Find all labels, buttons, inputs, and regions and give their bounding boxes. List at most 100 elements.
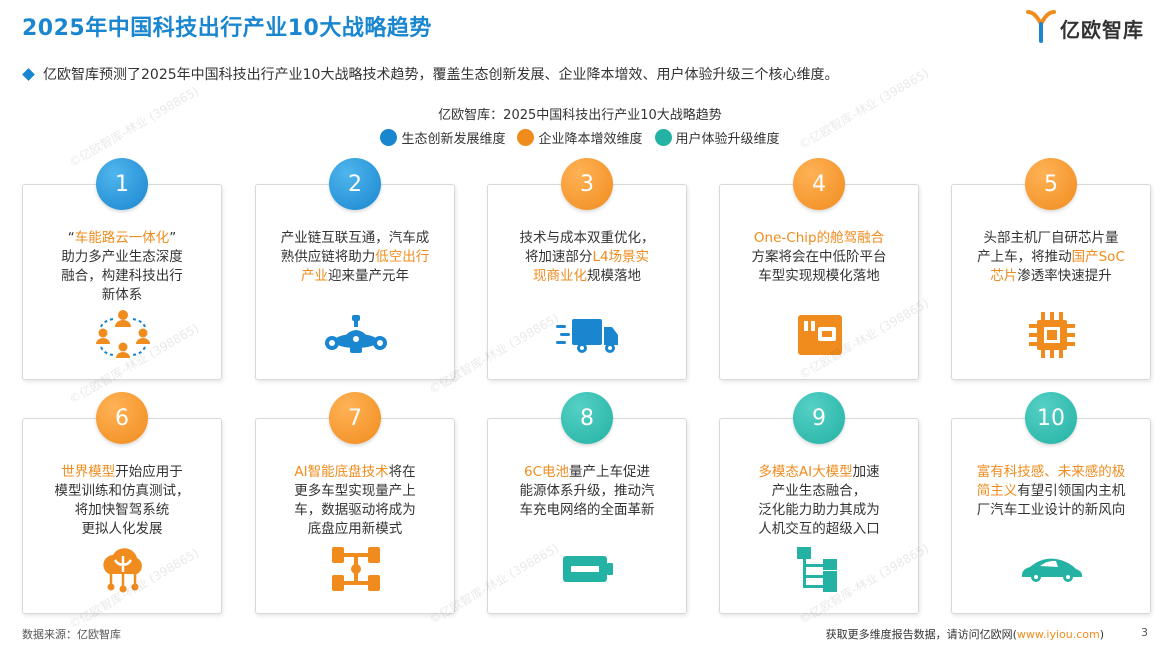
trend-card-7: AI智能底盘技术将在更多车型实现量产上车，数据驱动将成为底盘应用新模式 xyxy=(255,418,455,614)
network-people-icon xyxy=(93,307,153,367)
body-text: 有望引领国内主机 xyxy=(1017,483,1126,499)
body-text: 加速 xyxy=(852,464,880,480)
highlight-text: 6C电池 xyxy=(523,464,569,480)
card-text: One-Chip的舱驾融合方案将会在中低阶平台车型实现规模化落地 xyxy=(728,229,910,286)
intro-line: 亿欧智库预测了2025年中国科技出行产业10大战略技术趋势，覆盖生态创新发展、企… xyxy=(22,64,839,84)
chart-title: 亿欧智库：2025中国科技出行产业10大战略趋势 xyxy=(438,108,722,123)
footer-text: 获取更多维度报告数据，请访问亿欧网 xyxy=(825,628,1013,641)
website-link[interactable]: www.iyiou.com xyxy=(1016,628,1100,641)
highlight-text: 世界模型 xyxy=(61,464,116,480)
logo-text: 亿欧智库 xyxy=(1060,18,1144,42)
body-text: ” xyxy=(169,230,177,246)
trend-number-badge: 1 xyxy=(96,158,148,210)
body-text: 迎来量产元年 xyxy=(328,268,409,284)
highlight-text: 低空出行 xyxy=(375,249,430,265)
trend-number-badge: 5 xyxy=(1025,158,1077,210)
page-number: 3 xyxy=(1141,626,1148,639)
battery-icon xyxy=(561,554,615,588)
legend-label: 生态创新发展维度 xyxy=(401,132,506,147)
highlight-text: 国产SoC xyxy=(1071,249,1125,265)
trend-card-10: 富有科技感、未来感的极简主义有望引领国内主机厂汽车工业设计的新风向 xyxy=(951,418,1151,614)
body-text: 量产上车促进 xyxy=(569,464,650,480)
body-text: 产上车，将推动 xyxy=(977,249,1072,265)
trend-card-1: “车能路云一体化” 助力多产业生态深度融合，构建科技出行新体系 xyxy=(22,184,222,380)
body-text: 底盘应用新模式 xyxy=(307,521,403,537)
highlight-text: 车能路云一体化 xyxy=(74,230,170,246)
bullet-diamond-icon xyxy=(22,67,35,81)
highlight-text: 现商业化 xyxy=(533,268,587,284)
card-text: 产业链互联互通，汽车成熟供应链将助力低空出行产业迎来量产元年 xyxy=(264,229,446,286)
body-text: 新体系 xyxy=(101,287,143,303)
body-text: 助力多产业生态深度 xyxy=(61,249,183,265)
highlight-text: 富有科技感、未来感的极 xyxy=(976,464,1126,480)
card-text: “车能路云一体化” 助力多产业生态深度融合，构建科技出行新体系 xyxy=(31,229,213,305)
legend-dot-icon xyxy=(380,129,398,146)
card-text: 富有科技感、未来感的极简主义有望引领国内主机厂汽车工业设计的新风向 xyxy=(960,463,1142,520)
body-text: 能源体系升级，推动汽 xyxy=(519,483,655,499)
trend-card-3: 技术与成本双重优化， 将加速部分L4场景实现商业化规模落地 xyxy=(487,184,687,380)
body-text: 产业生态融合， xyxy=(771,483,867,499)
chip-card-icon xyxy=(796,313,844,361)
footer-note: 获取更多维度报告数据，请访问亿欧网(www.iyiou.com) xyxy=(826,626,1104,642)
body-text: 方案将会在中低阶平台 xyxy=(751,249,887,265)
trend-number-badge: 4 xyxy=(793,158,845,210)
body-text: 融合，构建科技出行 xyxy=(61,268,183,284)
legend-item-experience: 用户体验升级维度 xyxy=(654,128,780,147)
body-text: 技术与成本双重优化， xyxy=(519,230,655,246)
trend-number-badge: 3 xyxy=(561,158,613,210)
intro-text: 亿欧智库预测了2025年中国科技出行产业10大战略技术趋势，覆盖生态创新发展、企… xyxy=(43,67,839,83)
highlight-text: 芯片 xyxy=(990,268,1018,284)
watermark: ©亿欧智库-林业 (398865) xyxy=(66,84,202,170)
trend-number-badge: 2 xyxy=(329,158,381,210)
body-text: 模型训练和仿真测试， xyxy=(54,483,190,499)
logo: 亿欧智库 xyxy=(1024,8,1154,44)
source-note: 数据来源：亿欧智库 xyxy=(22,628,121,641)
body-text: 规模落地 xyxy=(587,268,641,284)
card-text: 技术与成本双重优化， 将加速部分L4场景实现商业化规模落地 xyxy=(496,229,678,286)
legend-label: 企业降本增效维度 xyxy=(538,132,643,147)
body-text: 泛化能力助力其成为 xyxy=(758,502,880,518)
highlight-text: 简主义 xyxy=(976,483,1018,499)
card-text: 多模态AI大模型加速产业生态融合，泛化能力助力其成为人机交互的超级入口 xyxy=(728,463,910,539)
body-text: 头部主机厂自研芯片量 xyxy=(983,230,1119,246)
trend-card-9: 多模态AI大模型加速产业生态融合，泛化能力助力其成为人机交互的超级入口 xyxy=(719,418,919,614)
highlight-text: 多模态AI大模型 xyxy=(758,464,853,480)
body-text: 将加速部分 xyxy=(524,249,593,265)
legend-label: 用户体验升级维度 xyxy=(675,132,780,147)
yiou-logo-icon xyxy=(1026,10,1056,43)
body-text: “ xyxy=(67,230,75,246)
trend-card-6: 世界模型开始应用于模型训练和仿真测试， 将加快智驾系统更拟人化发展 xyxy=(22,418,222,614)
highlight-text: L4场景实 xyxy=(592,249,650,265)
trend-number-badge: 6 xyxy=(96,392,148,444)
body-text: 厂汽车工业设计的新风向 xyxy=(976,502,1126,518)
processor-chip-icon xyxy=(1027,310,1077,364)
page-title: 2025年中国科技出行产业10大战略趋势 xyxy=(22,16,432,41)
body-text: 车型实现规模化落地 xyxy=(758,268,880,284)
body-text: 车，数据驱动将成为 xyxy=(294,502,416,518)
highlight-text: AI智能底盘技术 xyxy=(294,464,389,480)
trend-number-badge: 8 xyxy=(561,392,613,444)
body-text: 开始应用于 xyxy=(115,464,183,480)
trend-card-2: 产业链互联互通，汽车成熟供应链将助力低空出行产业迎来量产元年 xyxy=(255,184,455,380)
legend-dot-icon xyxy=(654,129,672,146)
cloud-brain-icon xyxy=(95,544,151,598)
card-text: AI智能底盘技术将在更多车型实现量产上车，数据驱动将成为底盘应用新模式 xyxy=(264,463,446,539)
sports-car-icon xyxy=(1020,555,1084,587)
trend-number-badge: 7 xyxy=(329,392,381,444)
body-text: 熟供应链将助力 xyxy=(280,249,376,265)
trend-card-8: 6C电池量产上车促进能源体系升级，推动汽车充电网络的全面革新 xyxy=(487,418,687,614)
chassis-icon xyxy=(330,545,382,597)
footer-paren-open: ( xyxy=(1012,628,1017,641)
highlight-text: 产业 xyxy=(301,268,328,284)
trend-card-4: One-Chip的舱驾融合方案将会在中低阶平台车型实现规模化落地 xyxy=(719,184,919,380)
legend-item-ecosystem: 生态创新发展维度 xyxy=(380,128,505,147)
hierarchy-icon xyxy=(795,545,845,597)
card-text: 世界模型开始应用于模型训练和仿真测试， 将加快智驾系统更拟人化发展 xyxy=(31,463,213,539)
card-text: 6C电池量产上车促进能源体系升级，推动汽车充电网络的全面革新 xyxy=(496,463,678,520)
body-text: 将加快智驾系统 xyxy=(74,502,170,518)
body-text: 更拟人化发展 xyxy=(81,521,163,537)
body-text: 将在 xyxy=(388,464,416,480)
body-text: 产业链互联互通，汽车成 xyxy=(280,230,430,246)
